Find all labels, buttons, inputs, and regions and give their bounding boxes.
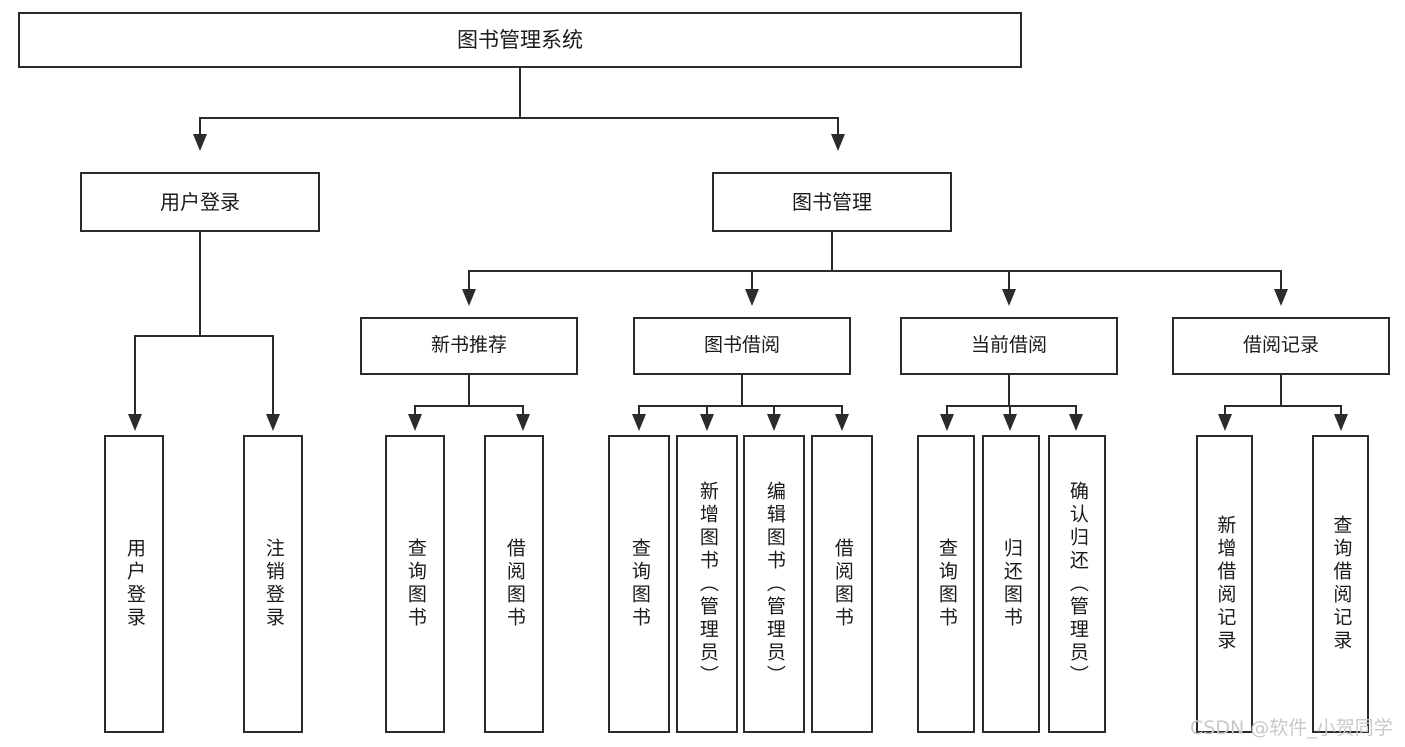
connector-bb-drop-4 — [841, 405, 843, 417]
connector-cb-drop-1 — [946, 405, 948, 417]
connector-user-login-bar — [134, 335, 272, 337]
connector-root-trunk — [519, 68, 521, 118]
connector-book-manage-drop-2 — [751, 270, 753, 292]
connector-nbr-trunk — [468, 375, 470, 407]
connector-br-bar — [1224, 405, 1342, 407]
connector-cb-drop-2 — [1009, 405, 1011, 417]
arrow-to-leaf-return-book — [1003, 414, 1017, 431]
arrow-to-book-borrow — [745, 289, 759, 306]
connector-book-manage-drop-3 — [1008, 270, 1010, 292]
connector-book-manage-drop-4 — [1280, 270, 1282, 292]
node-leaf-edit-book[interactable]: 编辑图书（管理员） — [743, 435, 805, 733]
node-leaf-logout-login[interactable]: 注销登录 — [243, 435, 303, 733]
connector-book-manage-drop-1 — [468, 270, 470, 292]
connector-root-drop-left — [199, 117, 201, 137]
connector-br-drop-2 — [1340, 405, 1342, 417]
node-leaf-query-book-2[interactable]: 查询图书 — [608, 435, 670, 733]
connector-bb-drop-2 — [706, 405, 708, 417]
connector-book-manage-trunk — [831, 232, 833, 272]
node-leaf-borrow-book-2[interactable]: 借阅图书 — [811, 435, 873, 733]
arrow-to-book-manage — [831, 134, 845, 151]
arrow-to-leaf-query-book-2 — [632, 414, 646, 431]
node-new-book-recommend[interactable]: 新书推荐 — [360, 317, 578, 375]
node-leaf-confirm-return[interactable]: 确认归还（管理员） — [1048, 435, 1106, 733]
connector-root-bar — [199, 117, 839, 119]
connector-bb-drop-1 — [638, 405, 640, 417]
node-root-library-system[interactable]: 图书管理系统 — [18, 12, 1022, 68]
node-leaf-query-book-1[interactable]: 查询图书 — [385, 435, 445, 733]
arrow-to-current-borrow — [1002, 289, 1016, 306]
node-current-borrow[interactable]: 当前借阅 — [900, 317, 1118, 375]
arrow-to-leaf-borrow-book-1 — [516, 414, 530, 431]
connector-cb-trunk — [1008, 375, 1010, 407]
node-borrow-record[interactable]: 借阅记录 — [1172, 317, 1390, 375]
arrow-to-leaf-user-login — [128, 414, 142, 431]
connector-root-drop-right — [837, 117, 839, 137]
connector-br-trunk — [1280, 375, 1282, 407]
arrow-to-new-book-recommend — [462, 289, 476, 306]
arrow-to-borrow-record — [1274, 289, 1288, 306]
node-book-manage[interactable]: 图书管理 — [712, 172, 952, 232]
csdn-watermark: CSDN @软件_小贺同学 — [1190, 717, 1393, 739]
node-leaf-query-record[interactable]: 查询借阅记录 — [1312, 435, 1369, 733]
connector-bb-drop-3 — [773, 405, 775, 417]
connector-bb-trunk — [741, 375, 743, 407]
arrow-to-leaf-confirm-return — [1069, 414, 1083, 431]
node-book-borrow[interactable]: 图书借阅 — [633, 317, 851, 375]
node-leaf-user-login[interactable]: 用户登录 — [104, 435, 164, 733]
connector-cb-bar — [946, 405, 1077, 407]
connector-br-drop-1 — [1224, 405, 1226, 417]
node-user-login[interactable]: 用户登录 — [80, 172, 320, 232]
arrow-to-user-login — [193, 134, 207, 151]
connector-book-manage-bar — [468, 270, 1280, 272]
connector-user-login-drop-2 — [272, 335, 274, 417]
connector-nbr-drop-2 — [522, 405, 524, 417]
arrow-to-leaf-logout-login — [266, 414, 280, 431]
arrow-to-leaf-query-record — [1334, 414, 1348, 431]
node-leaf-borrow-book-1[interactable]: 借阅图书 — [484, 435, 544, 733]
connector-user-login-drop-1 — [134, 335, 136, 417]
connector-nbr-drop-1 — [414, 405, 416, 417]
connector-user-login-trunk — [199, 232, 201, 336]
arrow-to-leaf-query-book-1 — [408, 414, 422, 431]
node-leaf-query-book-3[interactable]: 查询图书 — [917, 435, 975, 733]
node-leaf-return-book[interactable]: 归还图书 — [982, 435, 1040, 733]
arrow-to-leaf-add-record — [1218, 414, 1232, 431]
node-leaf-add-book[interactable]: 新增图书（管理员） — [676, 435, 738, 733]
connector-cb-drop-3 — [1075, 405, 1077, 417]
arrow-to-leaf-add-book — [700, 414, 714, 431]
arrow-to-leaf-edit-book — [767, 414, 781, 431]
arrow-to-leaf-query-book-3 — [940, 414, 954, 431]
connector-nbr-bar — [414, 405, 524, 407]
connector-bb-bar — [638, 405, 843, 407]
node-leaf-add-record[interactable]: 新增借阅记录 — [1196, 435, 1253, 733]
arrow-to-leaf-borrow-book-2 — [835, 414, 849, 431]
